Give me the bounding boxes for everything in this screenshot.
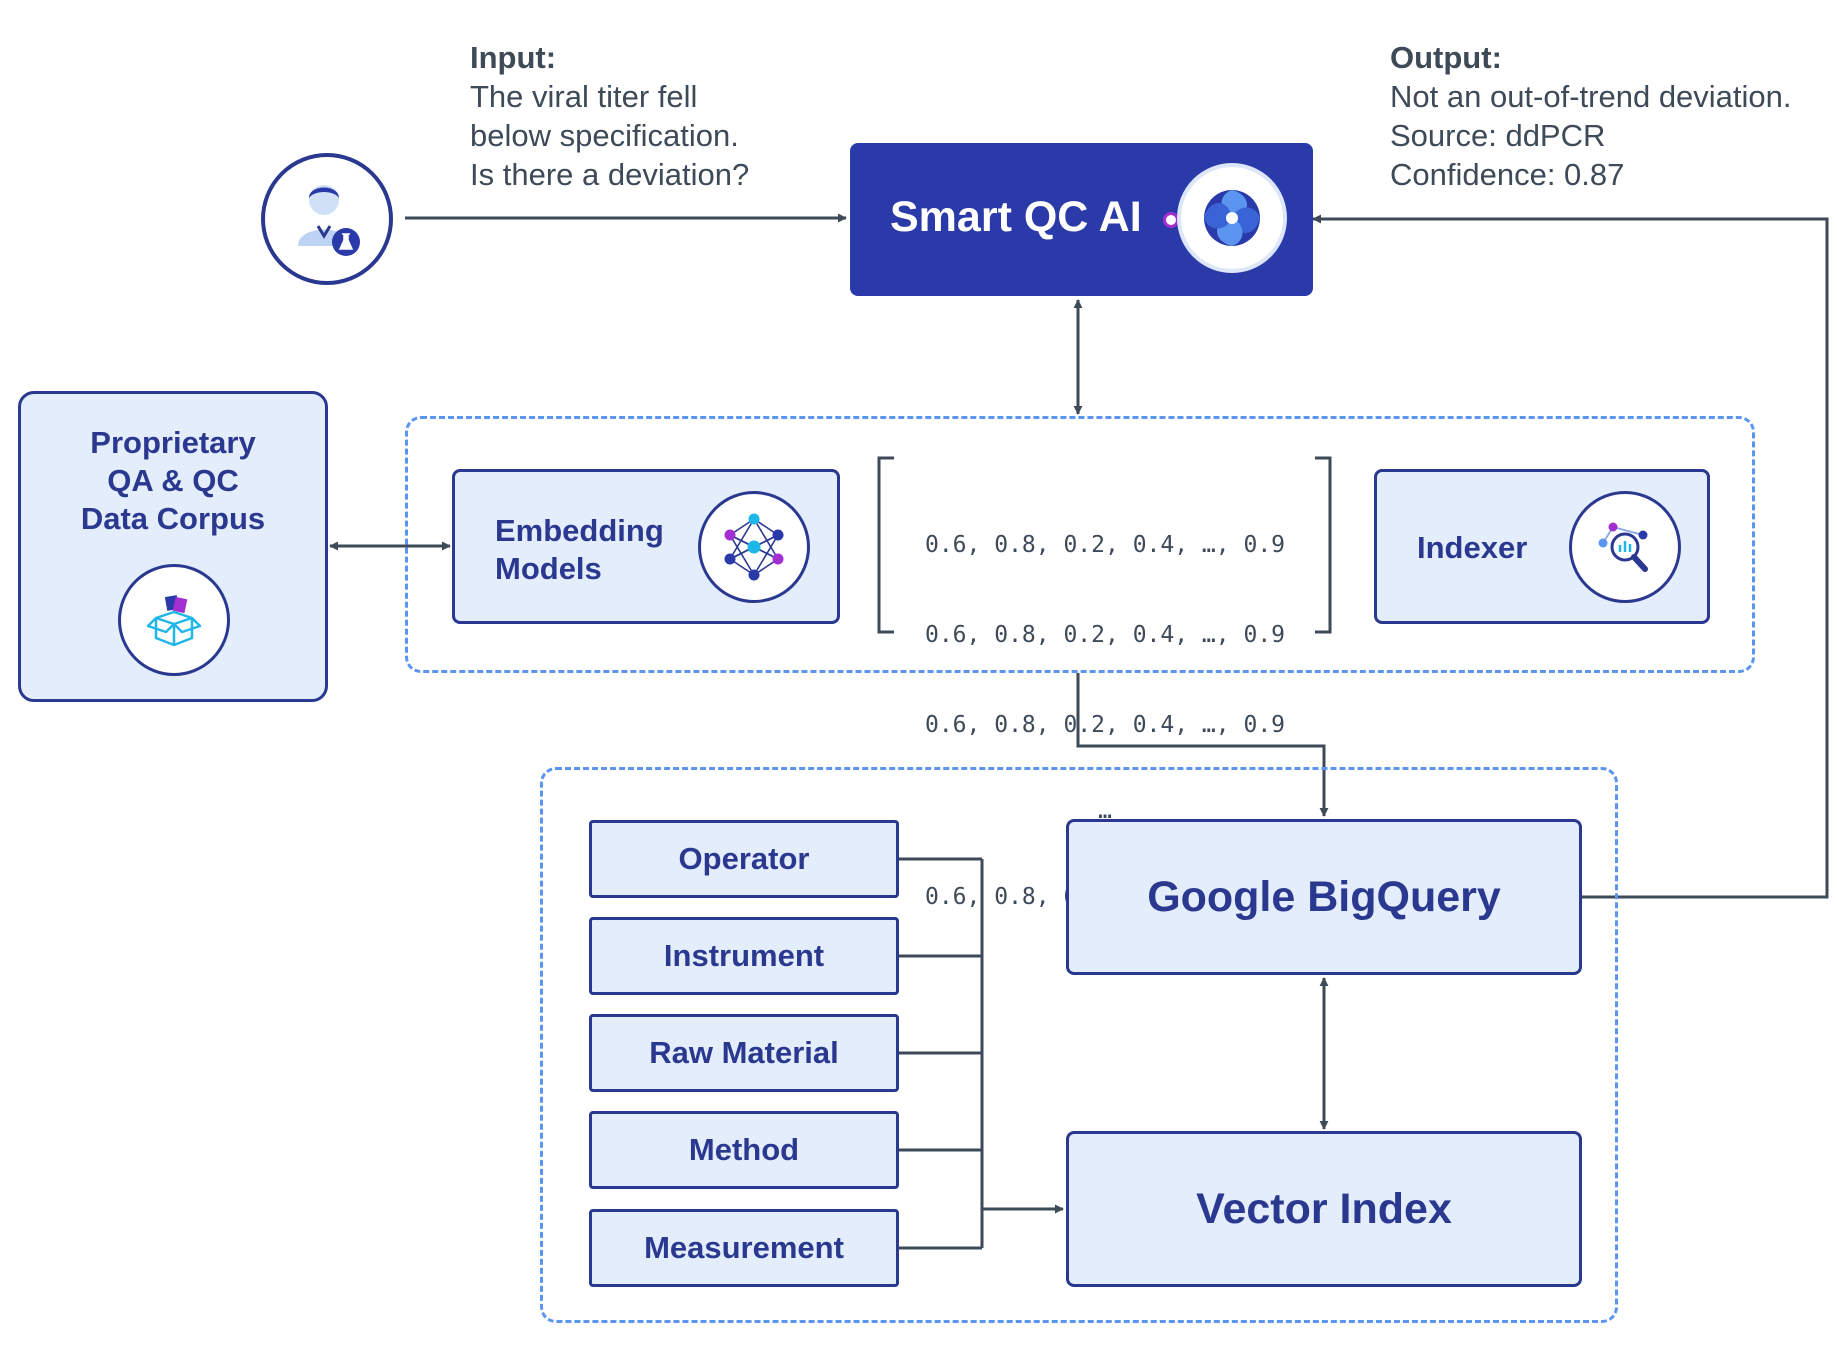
arrow-bigquery-to-qc [1312, 214, 1829, 899]
matrix-right-bracket [1315, 456, 1332, 634]
vector-index-node[interactable]: Vector Index [1066, 1131, 1582, 1287]
attribute-raw-material[interactable]: Raw Material [589, 1014, 899, 1092]
matrix-row: 0.6, 0.8, 0.2, 0.4, …, 0.9 [924, 622, 1286, 648]
scientist-user-icon [298, 185, 360, 256]
matrix-row: … [1098, 798, 1112, 824]
output-line: Confidence: 0.87 [1390, 157, 1625, 192]
attribute-label: Raw Material [649, 1035, 839, 1070]
attribute-label: Instrument [663, 938, 825, 973]
corpus-title: Proprietary QA & QC Data Corpus [21, 424, 325, 538]
data-corpus-node[interactable]: Proprietary QA & QC Data Corpus [18, 391, 328, 702]
search-index-icon [1598, 522, 1648, 572]
attribute-instrument[interactable]: Instrument [589, 917, 899, 995]
arrow-embedding-to-bigquery [1076, 673, 1329, 817]
output-block: Output: Not an out-of-trend deviation. S… [1390, 38, 1830, 194]
matrix-row: 0.6, 0.8, 0.2, 0.4, …, 0.9 [924, 532, 1286, 558]
embedding-title: Embedding Models [495, 512, 664, 588]
attribute-method[interactable]: Method [589, 1111, 899, 1189]
embedding-icon-circle [698, 491, 810, 603]
output-title: Output: [1390, 40, 1502, 75]
input-title: Input: [470, 40, 557, 75]
output-line: Source: ddPCR [1390, 118, 1606, 153]
bigquery-title: Google BigQuery [1147, 872, 1501, 921]
indexer-icon-circle [1569, 491, 1681, 603]
indexer-node[interactable]: Indexer [1374, 469, 1710, 624]
storage-group [540, 767, 1618, 1323]
attribute-label: Method [688, 1132, 800, 1167]
user-avatar[interactable] [261, 153, 393, 285]
corpus-line: QA & QC [107, 463, 239, 498]
output-line: Not an out-of-trend deviation. [1390, 79, 1792, 114]
smart-qc-logo-icon [1204, 190, 1260, 246]
indexer-title: Indexer [1417, 530, 1528, 565]
vector-index-title: Vector Index [1196, 1184, 1452, 1233]
corpus-line: Data Corpus [80, 501, 266, 536]
embedding-group [405, 416, 1755, 673]
corpus-icon-circle [118, 564, 230, 676]
matrix-row: 0.6, 0.8, 0.2, 0.4, …, 0.9 [924, 712, 1286, 738]
smart-qc-ai-node[interactable]: Smart QC AI [850, 143, 1313, 296]
bigquery-node[interactable]: Google BigQuery [1066, 819, 1582, 975]
attribute-measurement[interactable]: Measurement [589, 1209, 899, 1287]
attribute-operator[interactable]: Operator [589, 820, 899, 898]
input-line: Is there a deviation? [470, 157, 750, 192]
smart-qc-title: Smart QC AI [890, 193, 1142, 241]
input-line: The viral titer fell [470, 79, 698, 114]
open-box-icon [146, 595, 202, 647]
embedding-matrix: 0.6, 0.8, 0.2, 0.4, …, 0.9 0.6, 0.8, 0.2… [890, 470, 1320, 942]
embedding-line: Embedding [495, 513, 664, 548]
input-block: Input: The viral titer fell below specif… [470, 38, 850, 194]
embedding-line: Models [495, 551, 602, 586]
corpus-line: Proprietary [90, 425, 256, 460]
neural-network-icon [724, 513, 784, 581]
attribute-label: Measurement [644, 1230, 844, 1265]
embedding-models-node[interactable]: Embedding Models [452, 469, 840, 624]
attribute-label: Operator [678, 841, 810, 876]
qc-logo-circle [1177, 163, 1287, 273]
matrix-left-bracket [877, 456, 894, 634]
input-line: below specification. [470, 118, 739, 153]
